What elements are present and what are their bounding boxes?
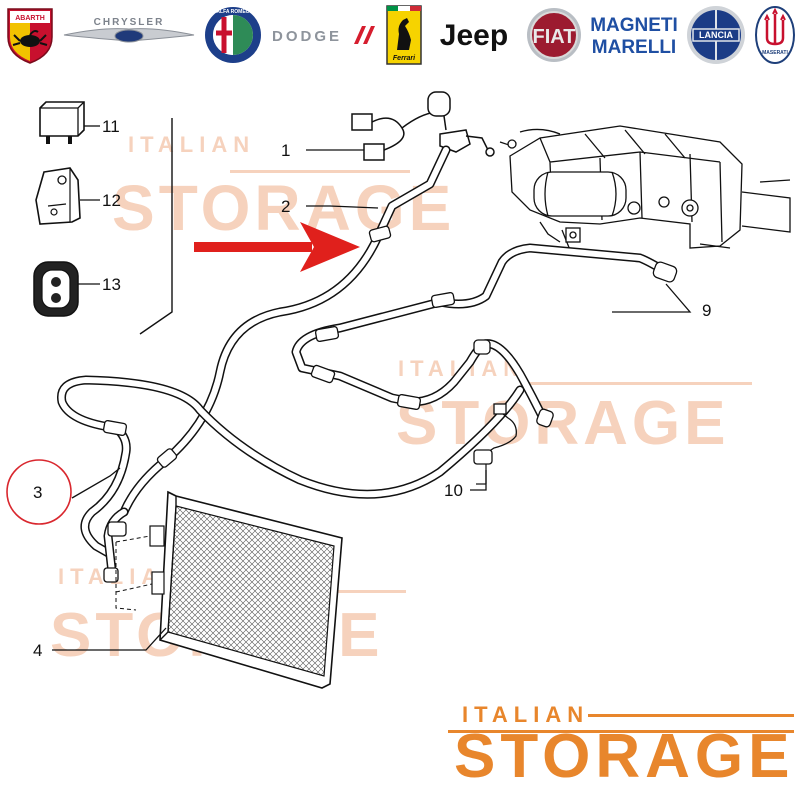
grommet-part-13: [33, 261, 100, 317]
jeep-logo: Jeep: [428, 4, 520, 66]
jeep-label: Jeep: [440, 19, 508, 52]
pressure-switch-part-1: [334, 91, 495, 161]
watermark-middle-big: STORAGE: [396, 389, 729, 458]
watermark-top-small: ITALIAN: [128, 132, 255, 157]
watermark-middle: ITALIAN STORAGE: [396, 356, 752, 458]
callout-2: 2: [281, 197, 290, 216]
ac-hoses: [57, 145, 671, 577]
maserati-logo: MASERATI: [752, 4, 798, 66]
fiat-label: FIAT: [533, 26, 576, 48]
magneti-marelli-logo: MAGNETI MARELLI: [588, 4, 680, 66]
inset-frame: [139, 118, 173, 335]
highlight-arrow: [194, 222, 360, 272]
bracket-part-12: [35, 167, 100, 225]
callout-9: 9: [702, 301, 711, 320]
footer-logo-rule-top: [588, 714, 794, 717]
maserati-label: MASERATI: [762, 50, 788, 56]
alfa-romeo-label: ALFA ROMEO: [216, 9, 249, 15]
abarth-label: ABARTH: [15, 15, 45, 22]
ferrari-label: Ferrari: [393, 55, 416, 62]
ferrari-logo: Ferrari: [384, 4, 424, 66]
callout-1: 1: [281, 141, 290, 160]
watermark-top: ITALIAN STORAGE: [112, 132, 451, 244]
chrysler-logo: CHRYSLER: [62, 4, 196, 66]
parts-diagram: ITALIAN STORAGE ITALIAN STORAGE ITALIAN …: [0, 72, 800, 712]
highlight-circle: [6, 459, 72, 525]
italian-storage-logo: ITALIAN STORAGE: [448, 700, 798, 798]
callout-11: 11: [102, 117, 120, 136]
fiat-logo: FIAT: [524, 4, 584, 66]
alfa-romeo-logo: ALFA ROMEO: [202, 4, 264, 66]
marelli-label: MARELLI: [592, 37, 676, 58]
evaporator-unit: [499, 125, 791, 251]
condenser-part-4: [115, 490, 343, 689]
dodge-label: DODGE: [272, 28, 342, 45]
magneti-label: MAGNETI: [590, 15, 678, 36]
relay-part-11: [39, 101, 100, 144]
footer-logo-big: STORAGE: [454, 722, 795, 791]
callout-3: 3: [33, 483, 42, 502]
footer-logo-small: ITALIAN: [462, 702, 590, 727]
chrysler-label: CHRYSLER: [94, 17, 165, 28]
callout-10: 10: [444, 481, 463, 500]
leader-lines: [52, 149, 692, 651]
abarth-logo: ABARTH: [2, 4, 58, 66]
footer-logo-rule-bottom: [448, 730, 794, 733]
callout-4: 4: [33, 641, 42, 660]
callout-12: 12: [102, 191, 121, 210]
callout-13: 13: [102, 275, 121, 294]
hose-fittings: [102, 225, 678, 583]
dodge-logo: DODGE: [268, 4, 378, 66]
lancia-label: LANCIA: [699, 30, 733, 40]
lancia-logo: LANCIA: [684, 4, 748, 66]
brand-logo-bar: ABARTH CHRYSLER ALFA ROMEO DODGE: [0, 0, 800, 72]
